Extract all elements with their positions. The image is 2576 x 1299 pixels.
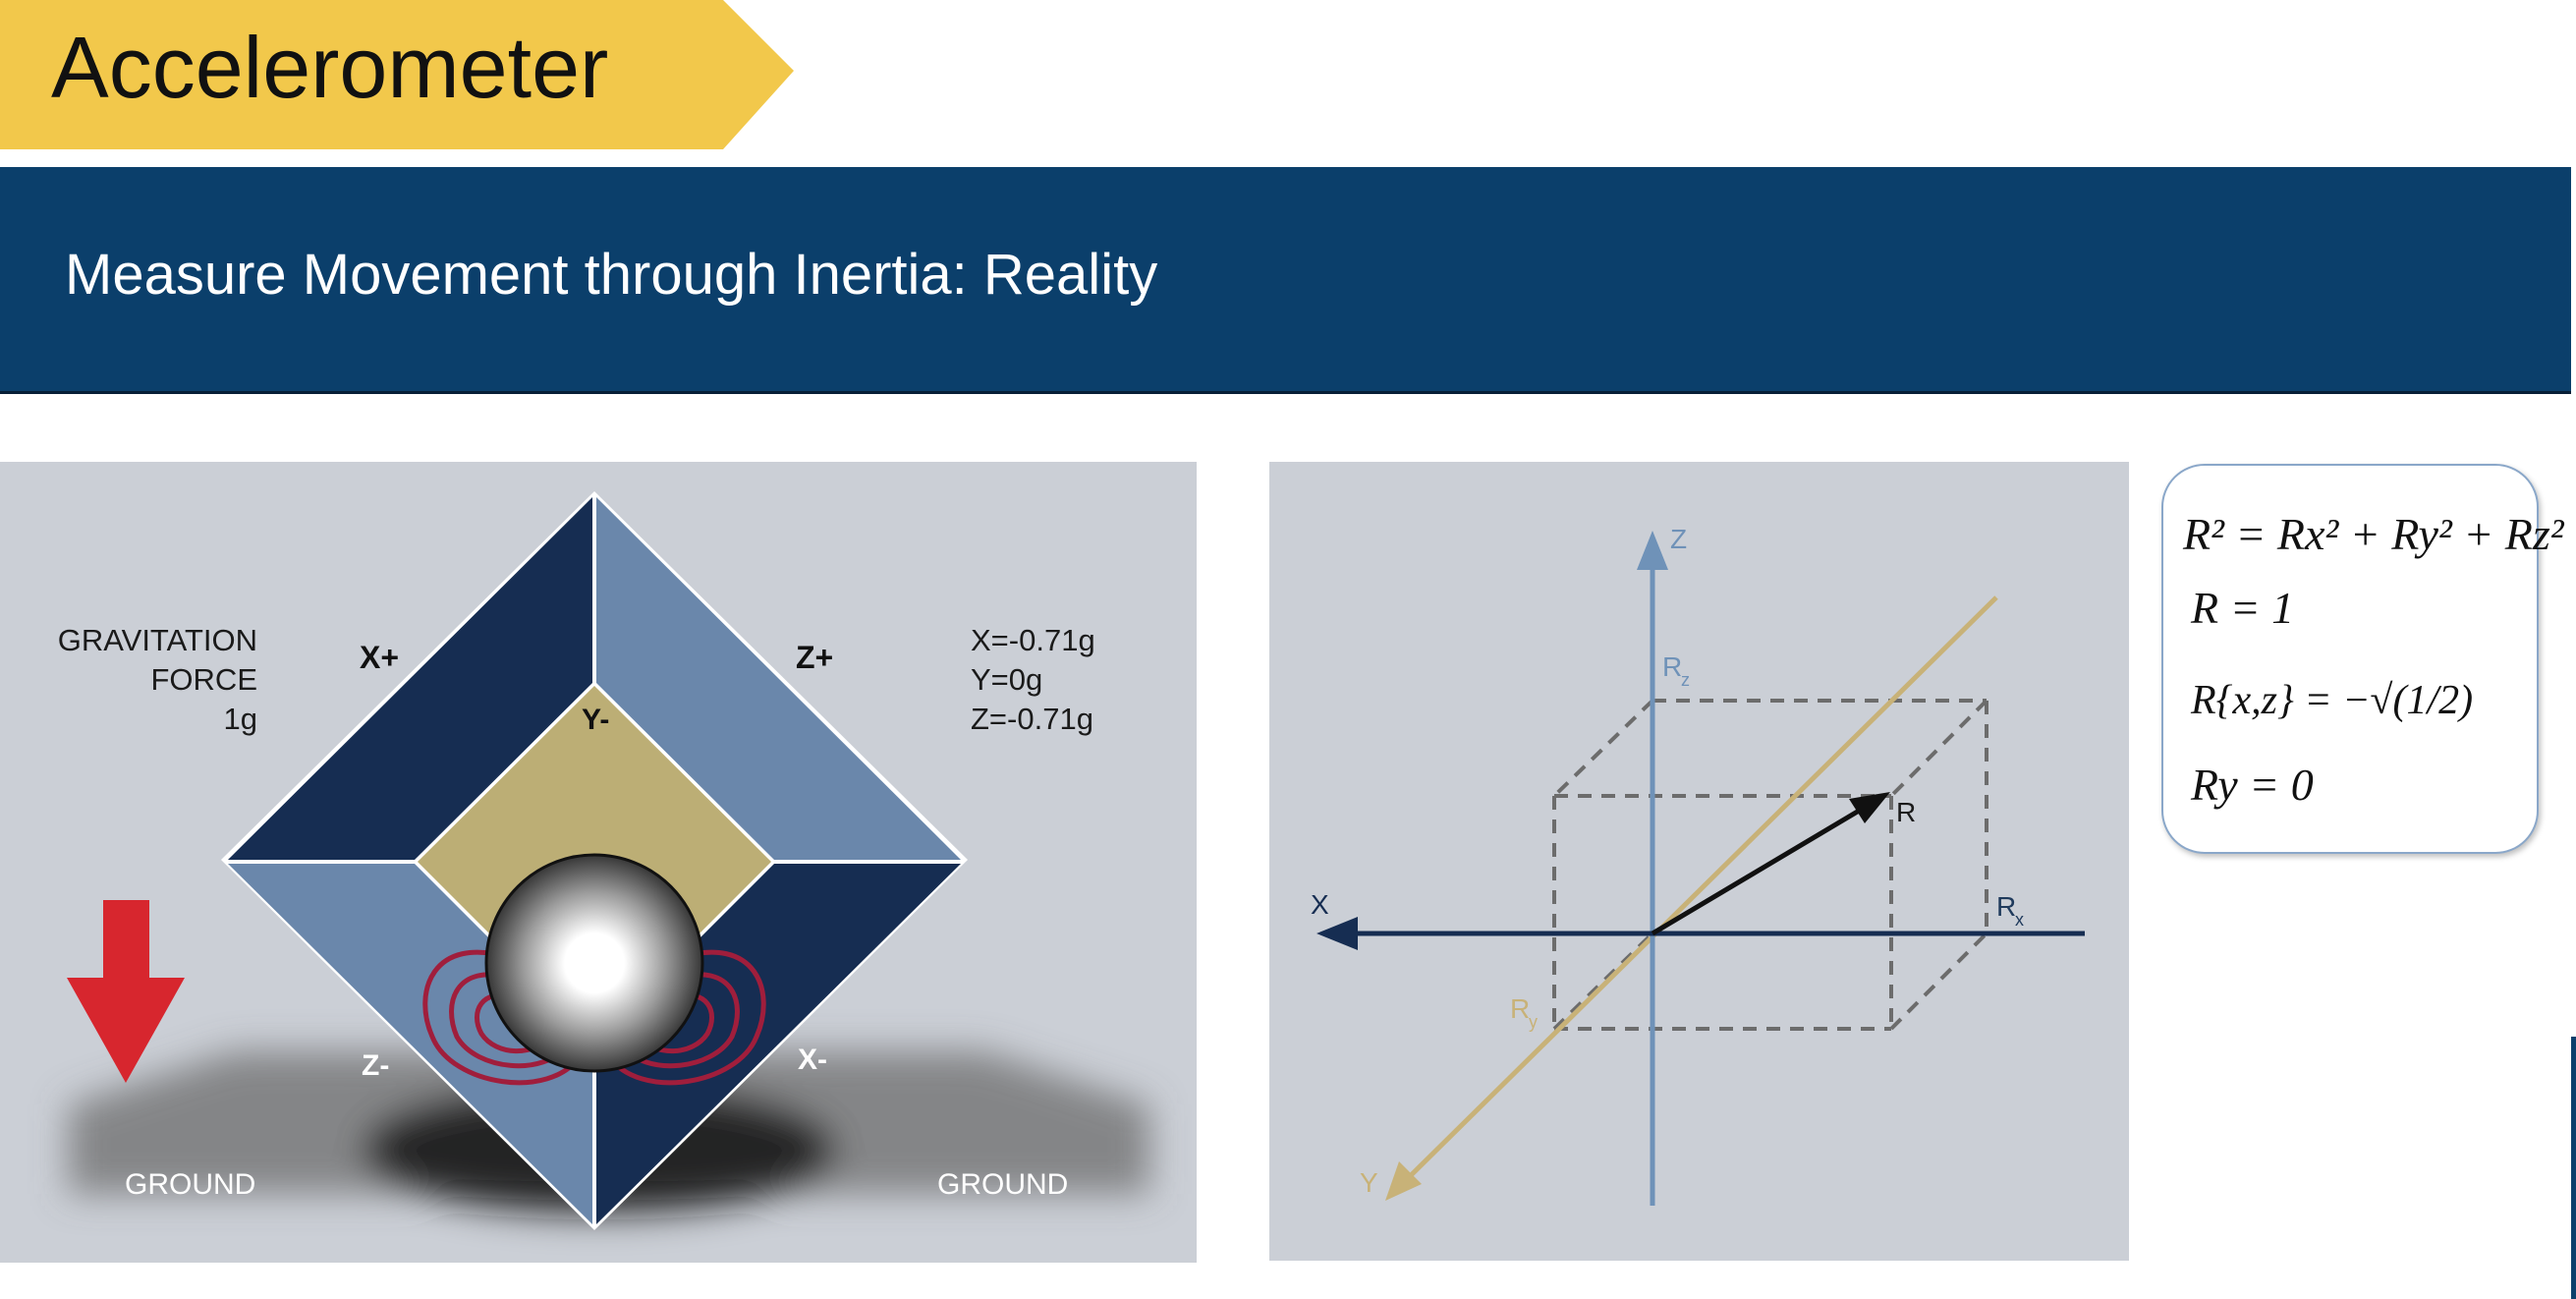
x-axis-label: X	[1311, 889, 1329, 920]
reading-y: Y=0g	[971, 662, 1042, 697]
label-y-minus: Y-	[582, 704, 609, 736]
z-axis-label: Z	[1670, 524, 1687, 554]
accelerometer-diagram: X+ Z+ Y- Z- X- GRAVITATION FORCE 1g X=-0…	[0, 462, 1197, 1263]
vector-illustration: Z X Y R R z R x R y	[1311, 524, 2085, 1206]
right-edge-bar	[2571, 1037, 2576, 1299]
z-axis-arrow-icon	[1637, 531, 1668, 570]
formula-magnitude: R² = Rx² + Ry² + Rz²	[2182, 509, 2565, 559]
formula-illustration: R² = Rx² + Ry² + Rz² R = 1 R{x,z} = −√(1…	[2182, 509, 2565, 810]
r-vector-label: R	[1896, 797, 1916, 827]
formula-ry: Ry = 0	[2190, 760, 2314, 810]
x-axis-arrow-icon	[1316, 917, 1358, 950]
accelerometer-illustration: X+ Z+ Y- Z- X- GRAVITATION FORCE 1g X=-0…	[58, 491, 1149, 1230]
y-axis-line	[1395, 595, 1998, 1191]
rx-subscript: x	[2015, 910, 2024, 930]
ground-label-right: GROUND	[937, 1168, 1068, 1201]
label-z-plus: Z+	[796, 640, 833, 675]
title-tab: Accelerometer	[0, 0, 796, 149]
reading-z: Z=-0.71g	[971, 702, 1093, 736]
y-axis-arrow-icon	[1385, 1161, 1422, 1201]
gravity-label-line1: GRAVITATION	[58, 623, 257, 657]
rz-label: R	[1662, 651, 1682, 682]
rx-label: R	[1996, 891, 2016, 922]
section-banner: Measure Movement through Inertia: Realit…	[0, 167, 2571, 394]
title-tab-shape	[0, 0, 794, 149]
ry-label: R	[1510, 993, 1530, 1024]
gravity-label-line2: FORCE	[151, 662, 258, 697]
gravity-label-line3: 1g	[224, 702, 257, 736]
slide-subtitle: Measure Movement through Inertia: Realit…	[65, 243, 1158, 307]
formula-r-equals-one: R = 1	[2190, 583, 2294, 633]
label-x-minus: X-	[798, 1044, 827, 1076]
y-axis-label: Y	[1360, 1167, 1378, 1198]
gravity-arrow-icon	[67, 900, 185, 1083]
formula-rxz: R{x,z} = −√(1/2)	[2190, 678, 2473, 723]
reading-x: X=-0.71g	[971, 623, 1095, 657]
vector-diagram: Z X Y R R z R x R y	[1269, 462, 2129, 1261]
page-title: Accelerometer	[51, 19, 609, 116]
proof-mass-ball	[484, 853, 704, 1073]
component-box	[1552, 699, 1988, 1031]
r-vector-line	[1651, 801, 1873, 936]
ground-label-left: GROUND	[125, 1168, 255, 1201]
label-x-plus: X+	[360, 640, 399, 675]
formula-box: R² = Rx² + Ry² + Rz² R = 1 R{x,z} = −√(1…	[2161, 464, 2565, 854]
label-z-minus: Z-	[362, 1049, 389, 1082]
rz-subscript: z	[1681, 670, 1690, 690]
ry-subscript: y	[1529, 1012, 1538, 1032]
r-vector-arrow-icon	[1849, 792, 1890, 823]
